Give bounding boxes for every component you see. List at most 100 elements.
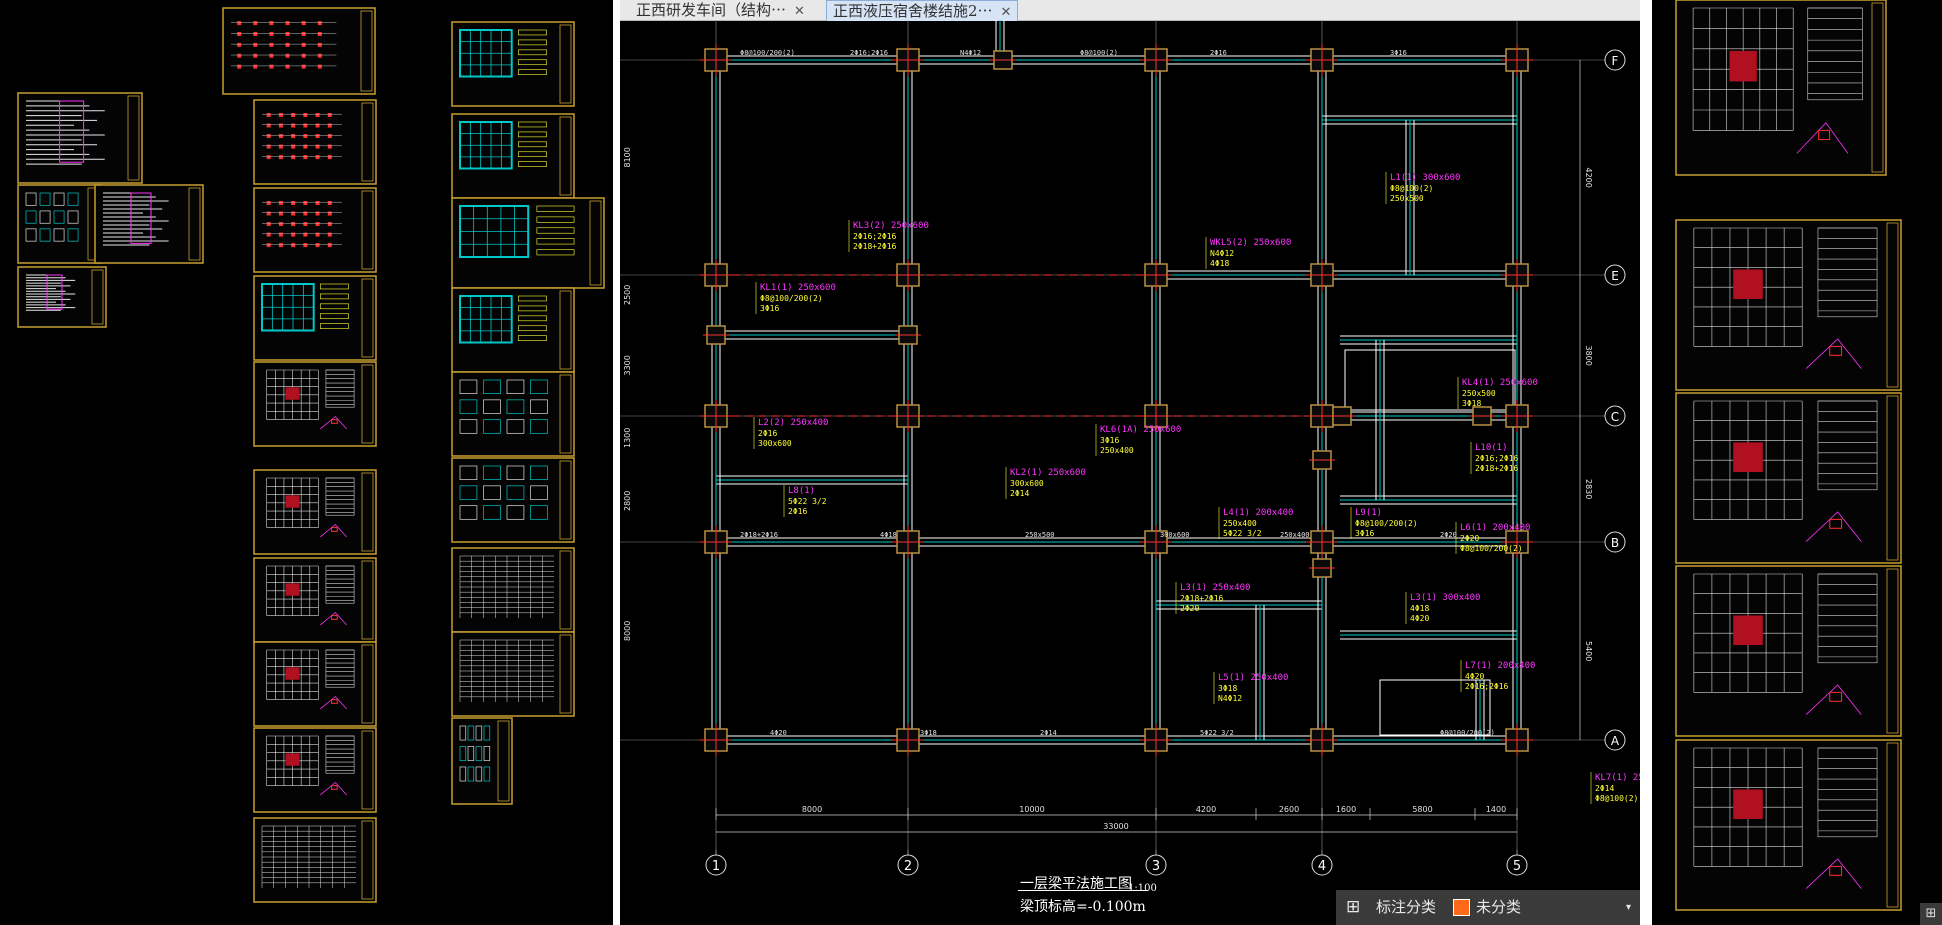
drawing-sheet-thumbnail bbox=[253, 275, 377, 361]
thumb-column bbox=[301, 42, 306, 47]
thumb-column bbox=[327, 112, 332, 117]
sheet-title-strip bbox=[559, 374, 572, 454]
uncategorized-label[interactable]: 未分类 bbox=[1476, 898, 1522, 916]
thumb-detail bbox=[459, 725, 467, 741]
chevron-down-icon[interactable]: ▾ bbox=[1626, 902, 1632, 913]
beam-label: WKL5(2) 250x600 bbox=[1210, 238, 1291, 248]
sheet-frame bbox=[451, 457, 575, 543]
sheet-frame bbox=[17, 184, 103, 264]
thumb-detail bbox=[319, 283, 349, 290]
grid-icon[interactable]: ⊞ bbox=[1346, 897, 1361, 917]
span-rebar-label: 3Φ16 bbox=[1390, 49, 1407, 57]
axis-label: 2 bbox=[904, 859, 912, 874]
thumb-column bbox=[315, 243, 320, 248]
thumb-detail bbox=[1805, 338, 1862, 369]
tab-drawing-2[interactable]: 正西液压宿舍楼结施2⋯✕ bbox=[826, 0, 1019, 21]
thumb-column bbox=[291, 144, 296, 149]
thumb-detail bbox=[1805, 858, 1862, 889]
thumb-column bbox=[291, 222, 296, 227]
dimension-text: 5800 bbox=[1412, 805, 1432, 814]
thumb-detail bbox=[67, 192, 79, 206]
thumb-column bbox=[291, 243, 296, 248]
thumb-detail bbox=[536, 238, 575, 245]
rebar-label: 2Φ18+2Φ16 bbox=[1475, 464, 1519, 473]
drawing-sheet-thumbnail bbox=[253, 557, 377, 643]
thumb-detail bbox=[517, 335, 547, 341]
thumb-column bbox=[278, 222, 283, 227]
thumb-detail bbox=[25, 228, 37, 242]
thumb-column bbox=[303, 155, 308, 160]
thumb-detail bbox=[536, 216, 575, 223]
axis-label: 3 bbox=[1152, 859, 1160, 874]
rebar-label: 4Φ18 bbox=[1210, 259, 1229, 268]
thumb-detail bbox=[530, 485, 548, 500]
drawing-sheet-thumbnail bbox=[253, 727, 377, 813]
thumb-detail bbox=[483, 465, 501, 480]
thumb-column bbox=[266, 144, 271, 149]
thumb-column bbox=[278, 112, 283, 117]
thumb-detail bbox=[459, 465, 478, 480]
beam-label: L4(1) 200x400 bbox=[1223, 508, 1293, 518]
tab-drawing-1[interactable]: 正西研发车间（结构⋯✕ bbox=[630, 0, 811, 20]
beam-label: L6(1) 200x400 bbox=[1460, 523, 1530, 533]
thumb-table bbox=[325, 369, 355, 408]
close-icon[interactable]: ✕ bbox=[1000, 5, 1012, 20]
thumb-column bbox=[315, 200, 320, 205]
thumb-column bbox=[303, 211, 308, 216]
thumb-column bbox=[266, 155, 271, 160]
thumb-detail bbox=[517, 49, 547, 56]
thumb-column bbox=[285, 53, 290, 58]
thumb-detail bbox=[130, 192, 152, 244]
beam-label: KL1(1) 250x600 bbox=[760, 283, 836, 293]
axis-bubble bbox=[1604, 264, 1626, 286]
axis-bubble bbox=[897, 854, 919, 876]
thumb-column bbox=[266, 211, 271, 216]
drawing-title: 一层梁平法施工图 bbox=[1020, 876, 1132, 892]
axis-label: B bbox=[1611, 536, 1619, 550]
drawing-sheet-thumbnail bbox=[451, 371, 575, 457]
thumb-detail bbox=[331, 785, 338, 790]
pane-divider-right[interactable] bbox=[1640, 0, 1652, 925]
thumb-detail bbox=[517, 59, 547, 66]
close-icon[interactable]: ✕ bbox=[794, 4, 805, 19]
thumb-detail bbox=[1829, 518, 1843, 529]
left-sheet-overview bbox=[17, 7, 605, 903]
pane-divider-left[interactable] bbox=[613, 0, 620, 925]
thumb-column bbox=[303, 200, 308, 205]
rebar-label: 2Φ18+2Φ16 bbox=[853, 242, 897, 251]
thumb-detail bbox=[506, 379, 525, 394]
span-rebar-label: N4Φ12 bbox=[960, 49, 981, 57]
thumb-detail bbox=[530, 419, 548, 434]
drawing-tab-bar: 正西研发车间（结构⋯✕ 正西液压宿舍楼结施2⋯✕ bbox=[620, 0, 1640, 21]
thumb-detail bbox=[475, 766, 483, 782]
thumb-column bbox=[301, 32, 306, 36]
thumb-column bbox=[253, 21, 258, 26]
drawing-sheet-thumbnail bbox=[1675, 739, 1902, 911]
sheet-frame bbox=[17, 92, 143, 184]
thumb-column bbox=[303, 144, 308, 149]
rebar-label: 250x500 bbox=[1462, 389, 1496, 398]
rebar-label: 4Φ20 bbox=[1465, 672, 1484, 681]
thumb-detail bbox=[331, 699, 338, 704]
grid-icon[interactable]: ⊞ bbox=[1920, 903, 1942, 925]
thumb-column bbox=[278, 155, 283, 160]
dimension-text: 2830 bbox=[1584, 479, 1593, 499]
sheet-frame bbox=[451, 631, 575, 717]
drawing-sheet-thumbnail bbox=[253, 641, 377, 727]
thumb-column bbox=[315, 211, 320, 216]
thumb-table bbox=[325, 735, 355, 774]
thumb-detail bbox=[483, 399, 501, 414]
axis-bubble bbox=[1604, 49, 1626, 71]
sheet-title-strip bbox=[91, 269, 104, 325]
right-sheet-overview bbox=[1675, 0, 1902, 911]
right-thumbnail-pane[interactable]: ⊞ bbox=[1652, 0, 1942, 925]
beam-label: KL2(1) 250x600 bbox=[1010, 468, 1086, 478]
thumb-detail bbox=[506, 399, 525, 414]
left-thumbnail-pane[interactable] bbox=[0, 0, 613, 925]
thumb-detail bbox=[483, 766, 491, 782]
span-rebar-label: 4Φ18 bbox=[880, 531, 897, 539]
annotation-category-button[interactable]: 标注分类 bbox=[1376, 898, 1437, 916]
thumb-column bbox=[237, 64, 242, 69]
